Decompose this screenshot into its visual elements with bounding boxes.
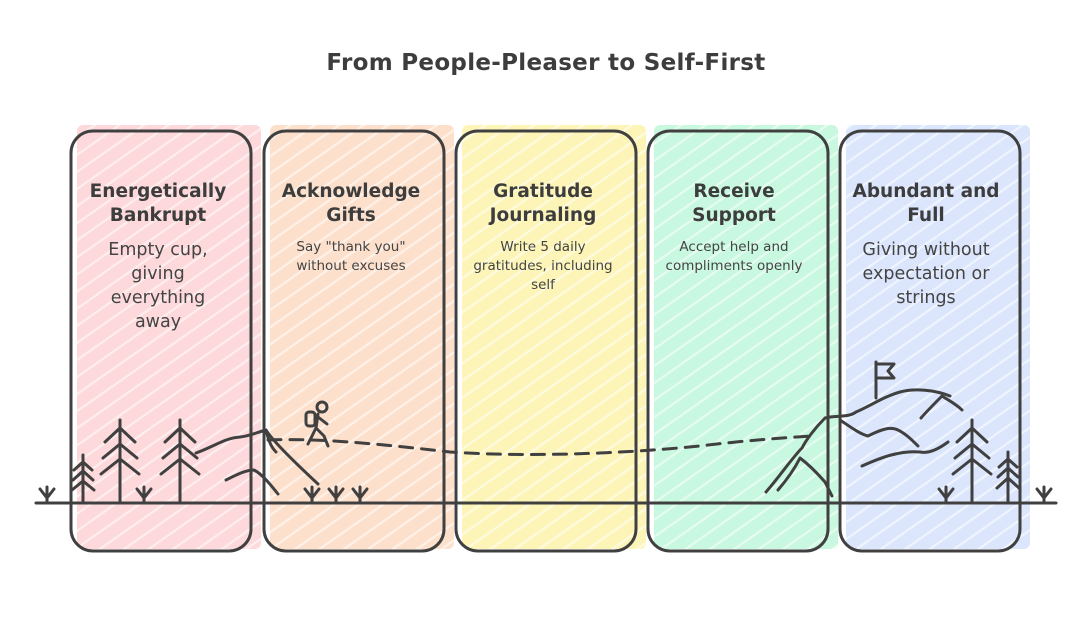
diagram-title: From People-Pleaser to Self-First bbox=[326, 50, 766, 76]
hiker-icon bbox=[304, 400, 330, 448]
flag-icon bbox=[874, 360, 896, 400]
stage-card-texture bbox=[654, 125, 838, 549]
stage-card-outline bbox=[262, 129, 446, 553]
stage-title: Receive Support bbox=[692, 181, 776, 226]
stage-card-outline bbox=[69, 129, 253, 553]
stage-card-2: Acknowledge Gifts Say "thank you" withou… bbox=[266, 180, 436, 276]
stage-title: Abundant and Full bbox=[852, 181, 1000, 226]
grass-icon bbox=[1035, 485, 1053, 504]
stage-description: Giving without expectation or strings bbox=[862, 240, 990, 308]
grass-icon bbox=[351, 485, 369, 504]
stage-card-texture bbox=[846, 125, 1030, 549]
pine-tree-icon bbox=[951, 418, 993, 504]
stage-card-outline bbox=[454, 129, 638, 553]
stage-card-texture bbox=[270, 125, 454, 549]
stage-title: Energetically Bankrupt bbox=[89, 181, 227, 226]
pine-tree-icon bbox=[70, 453, 96, 504]
grass-icon bbox=[135, 485, 153, 504]
stage-card-4: Receive Support Accept help and complime… bbox=[649, 180, 819, 276]
stage-title: Acknowledge Gifts bbox=[281, 181, 421, 226]
stage-card-1: Energetically Bankrupt Empty cup, giving… bbox=[73, 180, 243, 334]
grass-icon bbox=[937, 485, 955, 504]
stage-card-texture bbox=[462, 125, 646, 549]
mountain-icon bbox=[764, 388, 964, 498]
grass-icon bbox=[303, 485, 321, 504]
pine-tree-icon bbox=[995, 450, 1021, 504]
grass-icon bbox=[327, 485, 345, 504]
pine-tree-icon bbox=[99, 418, 141, 504]
stage-title: Gratitude Journaling bbox=[489, 181, 597, 226]
stage-description: Empty cup, giving everything away bbox=[108, 240, 208, 332]
grass-icon bbox=[38, 485, 56, 504]
stage-description: Say "thank you" without excuses bbox=[296, 239, 406, 274]
stage-card-outline bbox=[838, 129, 1022, 553]
stage-description: Write 5 daily gratitudes, including self bbox=[473, 239, 613, 293]
pine-tree-icon bbox=[159, 418, 201, 504]
journey-path bbox=[266, 434, 814, 456]
mountain-icon bbox=[194, 428, 320, 496]
stage-card-5: Abundant and Full Giving without expecta… bbox=[841, 180, 1011, 310]
stage-card-3: Gratitude Journaling Write 5 daily grati… bbox=[458, 180, 628, 295]
stage-card-outline bbox=[646, 129, 830, 553]
stage-description: Accept help and compliments openly bbox=[665, 239, 803, 274]
